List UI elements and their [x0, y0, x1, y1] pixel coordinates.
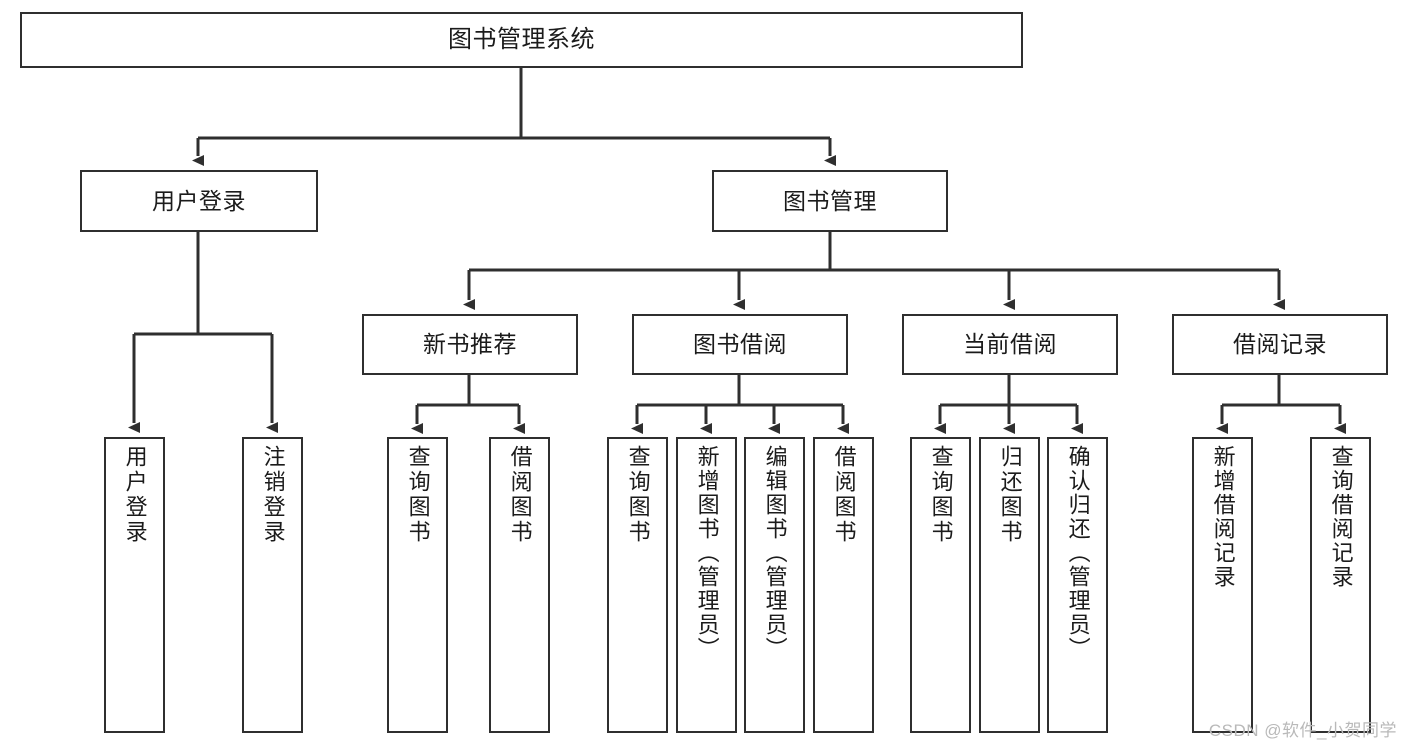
node-label: 用户登录 [152, 187, 246, 214]
node-label: 图书管理系统 [448, 26, 595, 54]
node-borrow-record[interactable]: 借阅记录 [1172, 314, 1388, 375]
node-root-system[interactable]: 图书管理系统 [20, 12, 1023, 68]
node-book-management[interactable]: 图书管理 [712, 170, 948, 232]
node-label: 借阅图书 [831, 445, 857, 545]
node-label: 查询图书 [405, 445, 431, 545]
node-label: 借阅图书 [507, 445, 533, 545]
node-label: 编辑图书（管理员） [762, 445, 788, 661]
node-label: 归还图书 [997, 445, 1023, 545]
node-label: 查询图书 [928, 445, 954, 545]
node-label: 新增图书（管理员） [694, 445, 720, 661]
leaf-current-borrow-query[interactable]: 查询图书 [910, 437, 971, 733]
node-label: 注销登录 [260, 445, 286, 545]
node-label: 图书借阅 [693, 331, 787, 358]
leaf-book-borrow-edit[interactable]: 编辑图书（管理员） [744, 437, 805, 733]
node-label: 新增借阅记录 [1210, 445, 1236, 589]
leaf-user-login-logout[interactable]: 注销登录 [242, 437, 303, 733]
leaf-borrow-record-query[interactable]: 查询借阅记录 [1310, 437, 1371, 733]
node-book-borrow[interactable]: 图书借阅 [632, 314, 848, 375]
node-label: 新书推荐 [423, 331, 517, 358]
leaf-current-borrow-confirm-return[interactable]: 确认归还（管理员） [1047, 437, 1108, 733]
node-new-book-recommend[interactable]: 新书推荐 [362, 314, 578, 375]
node-user-login[interactable]: 用户登录 [80, 170, 318, 232]
node-label: 查询图书 [625, 445, 651, 545]
node-label: 查询借阅记录 [1328, 445, 1354, 589]
leaf-book-borrow-borrow[interactable]: 借阅图书 [813, 437, 874, 733]
node-label: 确认归还（管理员） [1065, 445, 1091, 661]
node-label: 图书管理 [783, 187, 877, 214]
leaf-book-borrow-add[interactable]: 新增图书（管理员） [676, 437, 737, 733]
node-label: 用户登录 [122, 445, 148, 545]
node-current-borrow[interactable]: 当前借阅 [902, 314, 1118, 375]
leaf-new-book-query[interactable]: 查询图书 [387, 437, 448, 733]
node-label: 借阅记录 [1233, 331, 1327, 358]
leaf-user-login-login[interactable]: 用户登录 [104, 437, 165, 733]
leaf-new-book-borrow[interactable]: 借阅图书 [489, 437, 550, 733]
leaf-borrow-record-add[interactable]: 新增借阅记录 [1192, 437, 1253, 733]
leaf-book-borrow-query[interactable]: 查询图书 [607, 437, 668, 733]
leaf-current-borrow-return[interactable]: 归还图书 [979, 437, 1040, 733]
node-label: 当前借阅 [963, 331, 1057, 358]
